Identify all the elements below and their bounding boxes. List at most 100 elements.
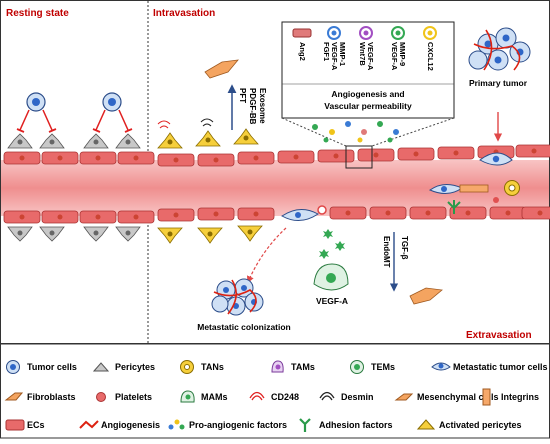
cd248-marks: [157, 120, 171, 129]
primary-tumor-cluster: [468, 27, 531, 71]
metastatic-colony: [211, 278, 264, 316]
legend-item: Integrins: [482, 388, 539, 406]
legend-item: Desmin: [319, 391, 374, 402]
pericyte-icon: [92, 362, 110, 372]
factor-label: VEGF-A: [390, 42, 399, 71]
legend-label: Integrins: [501, 392, 539, 402]
legend-label: Pro-angiogenic factors: [189, 420, 287, 430]
legend-item: Angiogenesis: [79, 420, 160, 430]
section-title-extravasation: Extravasation: [466, 330, 532, 341]
pro-angiogenic-factors-cluster: [312, 121, 399, 143]
legend-item: Fibroblasts: [4, 392, 76, 402]
tgfb-label: TGF-β: [400, 236, 409, 260]
factor-label: VEGF-A: [366, 42, 375, 71]
pdgf-bb-label: PDGF-BB: [248, 88, 257, 125]
legend-item: Tumor cells: [6, 360, 77, 374]
zoom-target-box: [345, 145, 373, 169]
legend-item: Activated pericytes: [416, 419, 522, 430]
adhesion-factor-mark: [447, 200, 461, 214]
vegfa-label: VEGF-A: [316, 296, 348, 306]
tem-icon: [350, 360, 364, 374]
platelet-attached: [317, 205, 327, 215]
legend-label: CD248: [271, 392, 299, 402]
legend-item: Adhesion factors: [299, 418, 393, 432]
metastatic-colonization-label: Metastatic colonization: [197, 322, 291, 332]
desmin-marks: [200, 118, 214, 127]
desmin-icon: [319, 391, 335, 401]
factor-label: MMP-1: [338, 42, 347, 66]
platelet-icon: [96, 392, 106, 402]
legend-label: TANs: [201, 362, 224, 372]
legend-label: TAMs: [291, 362, 315, 372]
fibroblast-cell: [204, 59, 239, 79]
legend-item: MAMs: [180, 390, 228, 403]
legend-label: Mesenchymal cells: [417, 392, 499, 402]
activated-pericyte-icon: [416, 419, 436, 430]
colonization-arrow: [247, 227, 287, 284]
legend-label: Fibroblasts: [27, 392, 76, 402]
factor-item: CXCL12: [423, 26, 437, 71]
legend-item: Metastatic tumor cells: [431, 362, 548, 372]
section-title-resting: Resting state: [6, 8, 69, 19]
legend-label: Adhesion factors: [319, 420, 393, 430]
legend-label: Metastatic tumor cells: [453, 362, 548, 372]
legend-frame: [0, 343, 550, 439]
factor-label: MMP-9: [398, 42, 407, 66]
factor-label: CXCL12: [426, 42, 435, 71]
tam-icon: [271, 360, 284, 373]
pro-angiogenic-factors-icon: [168, 419, 185, 430]
ec-icon: [5, 419, 25, 431]
legend-label: ECs: [27, 420, 45, 430]
legend-label: Pericytes: [115, 362, 155, 372]
fibroblast-icon: [4, 392, 24, 401]
endomt-label: EndoMT: [382, 236, 391, 268]
mam-cell: [313, 263, 349, 291]
legend-label: Desmin: [341, 392, 374, 402]
legend-item: ECs: [5, 419, 45, 431]
tan-icon: [180, 360, 194, 374]
legend-label: Platelets: [115, 392, 152, 402]
legend-label: MAMs: [201, 392, 228, 402]
integrin-icon: [482, 388, 491, 406]
legend-item: TEMs: [350, 360, 395, 374]
extravasation-platelet: [493, 197, 499, 203]
factor-label: VEGF-A: [330, 42, 339, 71]
resting-tumor-cells: [16, 92, 133, 133]
legend-item: Pericytes: [92, 362, 155, 372]
legend-label: Activated pericytes: [439, 420, 522, 430]
factor-label: FGF1: [322, 42, 331, 61]
mesenchymal-cell-icon: [394, 393, 414, 401]
mam-icon: [180, 390, 195, 403]
legend-label: TEMs: [371, 362, 395, 372]
legend-item: CD248: [249, 391, 299, 402]
metastatic-tumor-cell-icon: [431, 362, 451, 371]
factor-label: Ang2: [298, 42, 307, 61]
factor-label: Wnt7B: [358, 42, 367, 66]
pft-label: PFT: [238, 88, 247, 103]
angiogenesis-icon: [79, 420, 99, 429]
angiogenesis-box-line1: Angiogenesis and: [331, 89, 404, 99]
zoom-lines: [281, 117, 455, 147]
legend-item: Pro-angiogenic factors: [168, 419, 287, 430]
factor-item: Ang2: [292, 28, 312, 61]
vegf-factor-dots: [319, 229, 345, 259]
legend-label: Tumor cells: [27, 362, 77, 372]
exosome-label: Exosome: [258, 88, 267, 124]
angiogenesis-box-line2: Vascular permeability: [324, 101, 412, 111]
primary-tumor-label: Primary tumor: [469, 78, 528, 88]
tumor-cell-icon: [6, 360, 20, 374]
legend-item: TAMs: [271, 360, 315, 373]
legend-item: Mesenchymal cells: [394, 392, 499, 402]
adhesion-factor-icon: [299, 418, 311, 432]
legend-label: Angiogenesis: [101, 420, 160, 430]
mesenchymal-cell: [409, 287, 443, 305]
integrin-bar: [459, 184, 489, 193]
cd248-icon: [249, 391, 265, 401]
legend-item: Platelets: [96, 392, 152, 402]
